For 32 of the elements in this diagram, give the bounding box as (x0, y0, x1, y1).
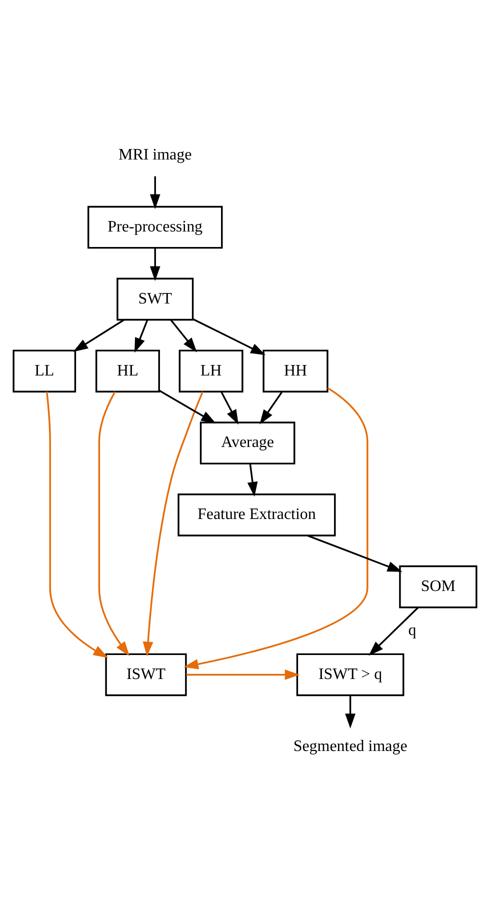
node-box: Average (199, 421, 295, 464)
node-box: HL (94, 349, 160, 392)
arrow (344, 695, 355, 728)
arrow (149, 176, 160, 209)
arrow (45, 391, 108, 658)
node-box: ISWT > q (296, 652, 404, 696)
arrow (186, 669, 300, 680)
arrow (134, 319, 148, 352)
arrow (306, 534, 402, 572)
node-box: Feature Extraction (177, 493, 336, 536)
node-text: MRI image (118, 146, 192, 164)
arrow (98, 390, 130, 656)
arrow (170, 319, 196, 352)
arrow (246, 463, 258, 496)
node-box: LH (178, 349, 243, 392)
node-box: SOM (398, 564, 477, 608)
arrow (368, 606, 418, 656)
node-box: SWT (116, 277, 194, 320)
node-box: LL (12, 349, 76, 392)
arrow (259, 391, 282, 424)
arrow (183, 386, 368, 669)
arrow (72, 318, 124, 352)
arrow (192, 318, 266, 355)
arrow (149, 248, 160, 281)
node-box: HH (262, 349, 328, 392)
edge-label: q (408, 622, 416, 639)
arrow (220, 391, 238, 424)
node-text: Segmented image (292, 737, 407, 754)
node-box: Pre-processing (86, 205, 222, 248)
arrow (142, 390, 203, 656)
node-box: ISWT (104, 652, 186, 696)
arrow (158, 389, 216, 424)
